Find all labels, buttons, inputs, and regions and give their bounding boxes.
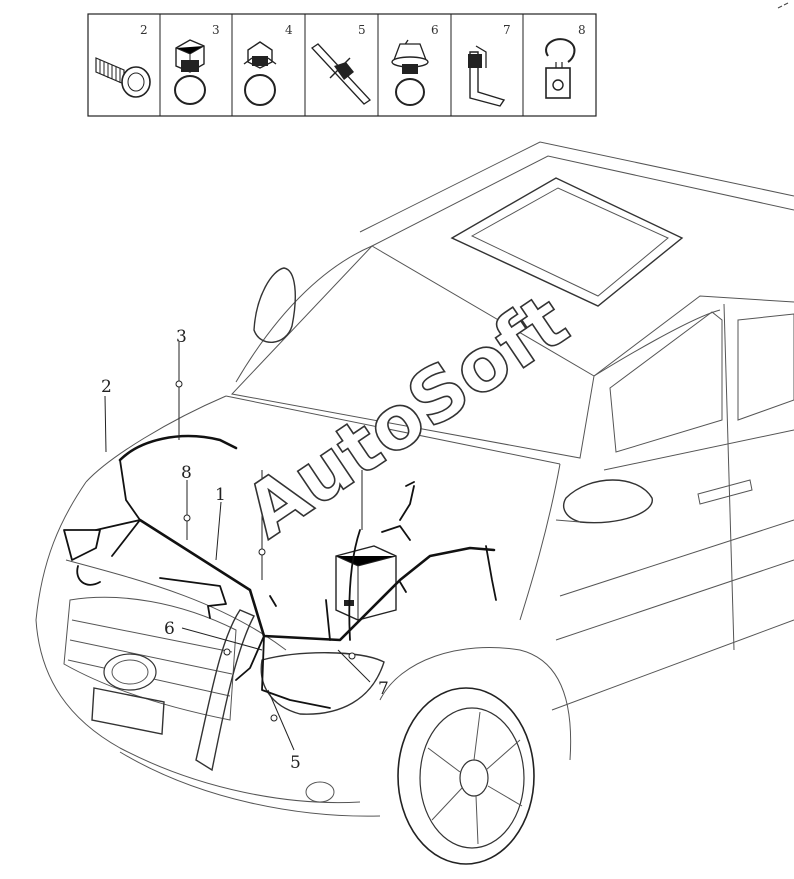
vehicle-outline: [35, 141, 794, 865]
bracket-clip-icon: [468, 45, 506, 107]
cell-number: 2: [140, 23, 148, 37]
watermark-text: AutoSoft: [230, 278, 583, 555]
hook-clip-icon: [545, 38, 576, 99]
callout-number: 6: [164, 619, 175, 639]
strap-tie-icon: [311, 43, 371, 105]
callout-number: 2: [101, 377, 112, 397]
cell-number: 7: [503, 23, 511, 37]
callout-labels: 3 2 8 1 6 7 5: [101, 327, 389, 773]
cell-number: 5: [358, 23, 366, 37]
battery: [335, 545, 397, 621]
wiring-harness: [63, 434, 497, 709]
callout-number: 7: [378, 679, 389, 699]
cell-number: 6: [431, 23, 439, 37]
callout-number: 5: [290, 753, 301, 773]
ring-clip-icon: [243, 41, 277, 106]
callout-number: 3: [176, 327, 187, 347]
cell-number: 8: [578, 23, 586, 37]
callout-number: 1: [215, 485, 226, 505]
callout-leaders: [104, 342, 371, 751]
cell-number: 4: [285, 23, 293, 37]
cell-number: 3: [212, 23, 220, 37]
clip-with-ring-icon: [174, 39, 206, 105]
callout-number: 8: [181, 463, 192, 483]
parts-table: 2 3 4 5 6 7 8: [87, 13, 597, 117]
corner-mark: [777, 2, 789, 9]
push-pin-clip-icon: [391, 39, 429, 106]
bolt-icon: [95, 57, 151, 98]
